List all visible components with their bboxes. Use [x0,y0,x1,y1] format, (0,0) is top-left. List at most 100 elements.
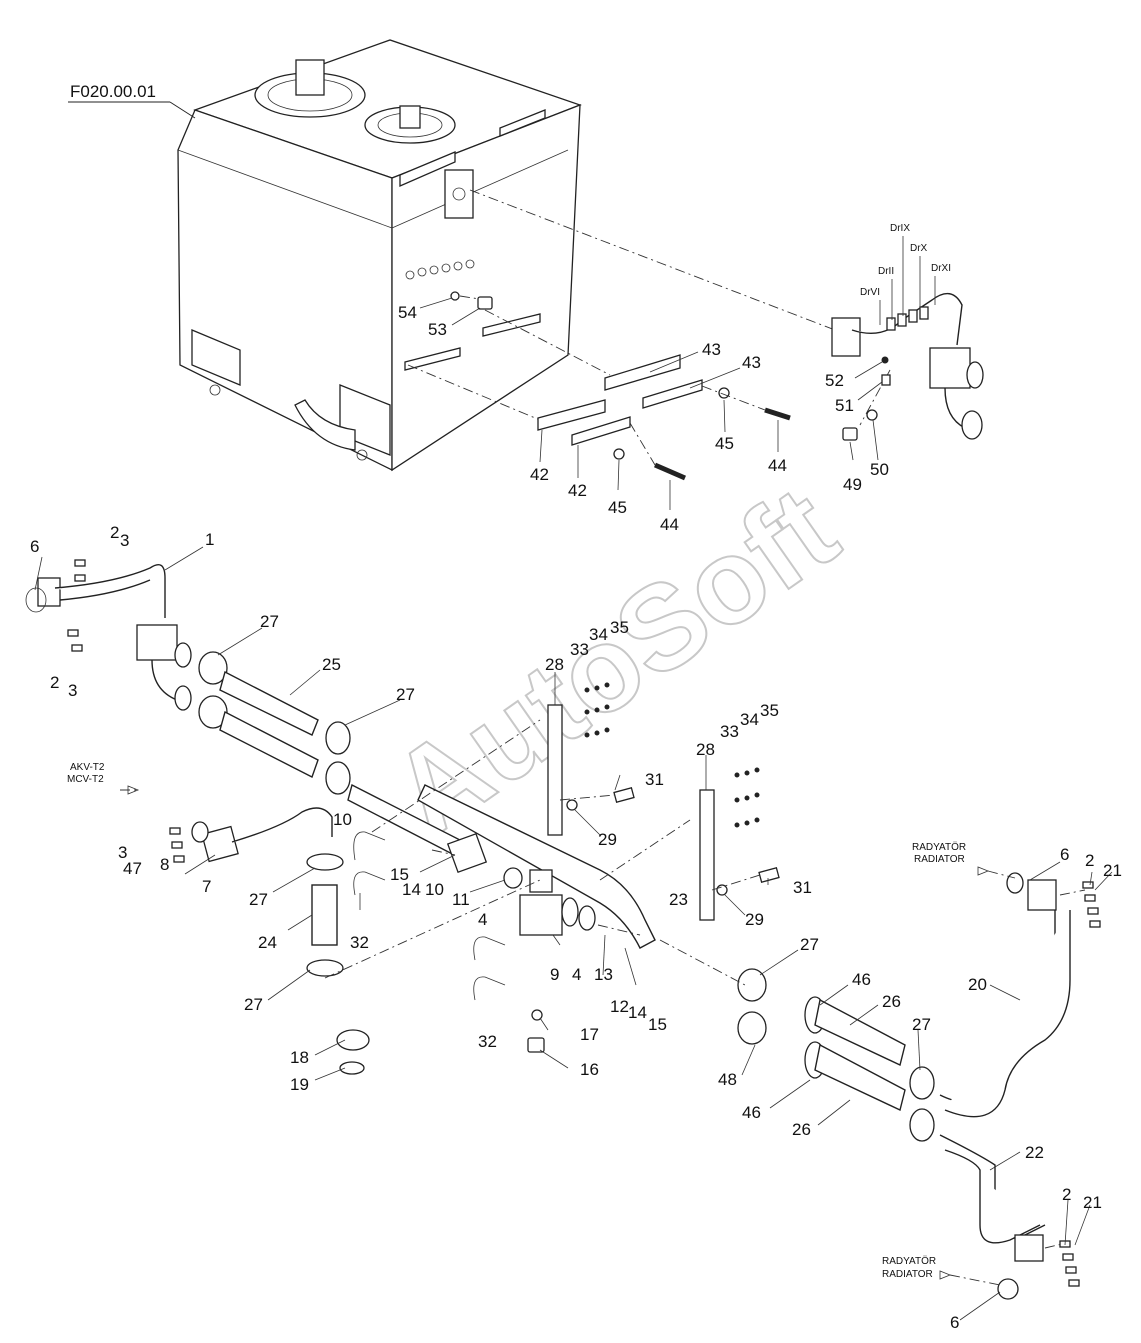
callout-2-b: 2 [50,673,59,692]
reference-number: F020.00.01 [70,82,156,101]
label-radiator-upper: RADIATOR [914,854,965,865]
callout-35-a: 35 [610,618,629,637]
callout-1: 1 [205,530,214,549]
tube-23 [417,784,656,949]
callout-21-b: 21 [1083,1193,1102,1212]
callout-10-a: 10 [333,810,352,829]
callout-34-a: 34 [589,625,608,644]
callout-13: 13 [594,965,613,984]
hose-26-upper [814,998,906,1066]
callout-45-a: 45 [715,434,734,453]
callout-14-b: 14 [628,1003,647,1022]
callout-9: 9 [550,965,559,984]
callout-4-b: 4 [572,965,581,984]
clamp-block-43-upper [604,354,703,409]
callout-52: 52 [825,371,844,390]
callout-22: 22 [1025,1143,1044,1162]
callout-54: 54 [398,303,417,322]
callout-25: 25 [322,655,341,674]
label-drvi: DrVI [860,287,880,298]
callout-29-b: 29 [745,910,764,929]
callout-23: 23 [669,890,688,909]
callout-32-b: 32 [478,1032,497,1051]
callout-27-c: 27 [249,890,268,909]
callout-24: 24 [258,933,277,952]
callout-47: 47 [123,859,142,878]
callout-3-b: 3 [68,681,77,700]
label-drx: DrX [910,243,928,254]
callout-15-b: 15 [648,1015,667,1034]
callout-8: 8 [160,855,169,874]
callout-44-b: 44 [660,515,679,534]
callout-18: 18 [290,1048,309,1067]
label-radyator-upper: RADYATÖR [912,841,966,853]
label-drix: DrIX [890,223,910,234]
callout-50: 50 [870,460,889,479]
callout-17: 17 [580,1025,599,1044]
callout-27-f: 27 [912,1015,931,1034]
callout-53: 53 [428,320,447,339]
callout-3-a: 3 [120,531,129,550]
callout-48: 48 [718,1070,737,1089]
callout-35-b: 35 [760,701,779,720]
label-radiator-lower: RADIATOR [882,1269,933,1280]
callout-6-a: 6 [30,537,39,556]
callout-26-b: 26 [792,1120,811,1139]
clamp-block-42-lower [537,399,631,446]
arrow-radiator-upper [977,866,990,876]
callout-19: 19 [290,1075,309,1094]
callout-6-b: 6 [1060,845,1069,864]
arrow-radiator-lower [939,1270,952,1280]
callout-27-d: 27 [244,995,263,1014]
callout-2-a: 2 [110,523,119,542]
callout-27-e: 27 [800,935,819,954]
callout-12: 12 [610,997,629,1016]
callout-45-b: 45 [608,498,627,517]
label-drxi: DrXI [931,263,951,274]
drain-manifold-top [831,292,984,440]
callout-14-a: 14 [402,880,421,899]
callout-46-a: 46 [852,970,871,989]
hose-26-lower [814,1043,906,1111]
manifold-1 [25,564,192,711]
callout-33-a: 33 [570,640,589,659]
label-drii: DrII [878,266,894,277]
callout-4-a: 4 [478,910,487,929]
callout-28-b: 28 [696,740,715,759]
arrow-akv-mcv [127,785,140,795]
callout-28-a: 28 [545,655,564,674]
callout-49: 49 [843,475,862,494]
callout-46-b: 46 [742,1103,761,1122]
callout-27-b: 27 [396,685,415,704]
callout-3-c: 3 [118,843,127,862]
callout-42-a: 42 [530,465,549,484]
callout-7: 7 [202,877,211,896]
callout-2-c: 2 [1085,851,1094,870]
callout-31-a: 31 [645,770,664,789]
callout-6-c: 6 [950,1313,959,1332]
callout-34-b: 34 [740,710,759,729]
hydraulic-tank [177,39,582,472]
callout-42-b: 42 [568,481,587,500]
callout-44-a: 44 [768,456,787,475]
callout-21-a: 21 [1103,861,1122,880]
callout-43-a: 43 [702,340,721,359]
hose-25 [219,670,319,778]
callout-31-b: 31 [793,878,812,897]
callout-2-d: 2 [1062,1185,1071,1204]
callout-32-a: 32 [350,933,369,952]
callout-51: 51 [835,396,854,415]
callout-15-a: 15 [390,865,409,884]
callout-10-b: 10 [425,880,444,899]
callout-16: 16 [580,1060,599,1079]
label-akv: AKV-T2 [70,762,105,773]
callout-20: 20 [968,975,987,994]
callout-26-a: 26 [882,992,901,1011]
label-radyator-lower: RADYATÖR [882,1255,936,1267]
callout-11: 11 [452,890,470,909]
callout-29-a: 29 [598,830,617,849]
label-mcv: MCV-T2 [67,774,104,785]
callout-27-a: 27 [260,612,279,631]
